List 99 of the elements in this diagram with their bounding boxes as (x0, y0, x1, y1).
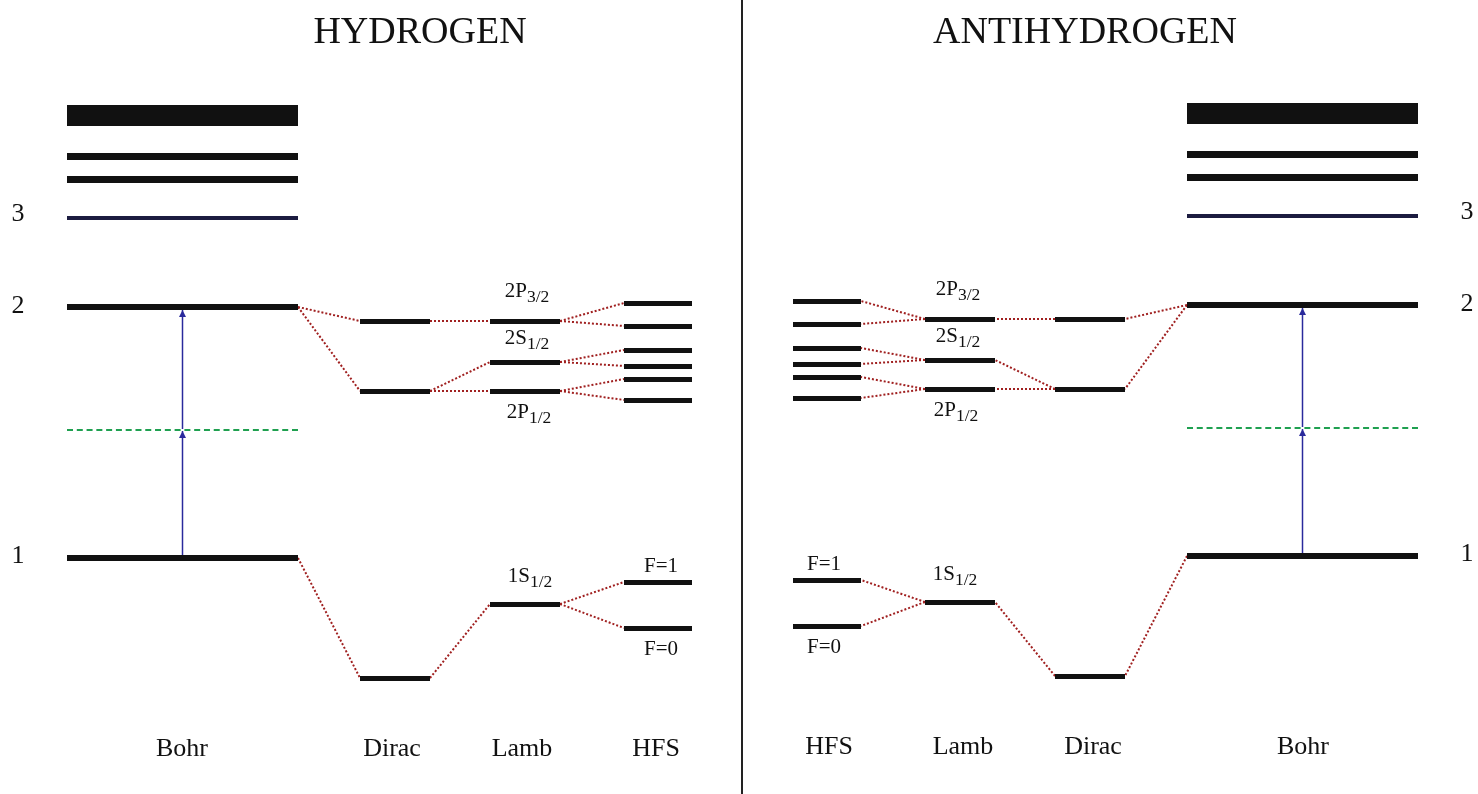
column-label: Dirac (363, 735, 421, 761)
transition-line (860, 601, 926, 627)
energy-level-bar (1187, 150, 1418, 158)
title: ANTIHYDROGEN (933, 11, 1237, 49)
transition-line (860, 359, 926, 365)
state-label: 2S$_{1/2}$ (935, 325, 981, 351)
transition-line (559, 320, 625, 327)
column-label: Lamb (491, 735, 553, 761)
transition-line (994, 601, 1056, 677)
transition-line (559, 390, 625, 401)
energy-level-bar (360, 388, 430, 394)
quantum-number-label: 1 (11, 542, 25, 568)
transition-line (1124, 304, 1188, 320)
energy-level-bar (793, 623, 861, 629)
column-label: Bohr (156, 735, 208, 761)
transition-line (559, 361, 625, 367)
state-label: 2P$_{1/2}$ (506, 401, 552, 427)
energy-level-bar (490, 318, 560, 324)
energy-level-bar (624, 397, 692, 403)
energy-level-bar (67, 555, 298, 561)
transition-line (297, 306, 361, 322)
energy-level-bar (490, 359, 560, 365)
state-label: 2P$_{1/2}$ (933, 399, 979, 425)
energy-level-bar (925, 599, 995, 605)
excitation-arrow (179, 309, 186, 430)
energy-level-bar (624, 347, 692, 353)
energy-level-bar (624, 376, 692, 382)
energy-level-bar (925, 357, 995, 363)
transition-line (297, 306, 361, 392)
energy-level-bar (1187, 302, 1418, 308)
state-label: 2S$_{1/2}$ (504, 327, 550, 353)
energy-level-bar (793, 374, 861, 380)
energy-level-bar (1187, 553, 1418, 559)
state-label: F=1 (644, 554, 678, 576)
state-label: F=0 (644, 637, 678, 659)
energy-level-bar (793, 395, 861, 401)
quantum-number-label: 3 (1460, 198, 1474, 224)
energy-level-bar (793, 298, 861, 304)
transition-line (860, 579, 926, 603)
energy-level-bar (793, 361, 861, 367)
excitation-arrow (179, 430, 186, 556)
energy-level-bar (67, 104, 298, 126)
energy-level-bar (1187, 214, 1418, 218)
energy-level-bar (793, 345, 861, 351)
energy-level-bar (925, 386, 995, 392)
quantum-number-label: 3 (11, 200, 25, 226)
transition-line (994, 318, 1056, 320)
energy-level-bar (360, 675, 430, 681)
transition-line (994, 388, 1056, 390)
energy-level-bar (793, 577, 861, 583)
excitation-arrow (1299, 307, 1306, 428)
transition-line (1124, 304, 1188, 390)
column-label: Dirac (1064, 733, 1122, 759)
energy-level-bar (490, 601, 560, 607)
transition-line (994, 359, 1056, 390)
energy-level-bar (67, 216, 298, 220)
transition-line (559, 581, 625, 605)
energy-level-bar (1055, 673, 1125, 679)
energy-level-bar (67, 175, 298, 183)
transition-line (297, 557, 361, 679)
energy-level-bar (624, 579, 692, 585)
transition-line (860, 388, 926, 399)
column-label: HFS (805, 733, 853, 759)
energy-level-bar (67, 152, 298, 160)
quantum-number-label: 2 (1460, 290, 1474, 316)
energy-level-bar (1187, 173, 1418, 181)
excitation-arrow (1299, 428, 1306, 554)
state-label: 2P$_{3/2}$ (504, 280, 550, 306)
energy-level-bar (1187, 102, 1418, 124)
state-label: 2P$_{3/2}$ (935, 278, 981, 304)
virtual-level-line (67, 429, 298, 431)
column-label: HFS (632, 735, 680, 761)
energy-level-bar (624, 300, 692, 306)
state-label: F=0 (807, 635, 841, 657)
energy-level-bar (925, 316, 995, 322)
transition-line (860, 318, 926, 325)
transition-line (559, 603, 625, 629)
energy-level-bar (1055, 316, 1125, 322)
energy-level-bar (624, 323, 692, 329)
energy-level-bar (67, 304, 298, 310)
energy-level-bar (490, 388, 560, 394)
energy-level-bar (360, 318, 430, 324)
column-label: Bohr (1277, 733, 1329, 759)
state-label: 1S$_{1/2}$ (507, 565, 553, 591)
energy-level-bar (1055, 386, 1125, 392)
quantum-number-label: 1 (1460, 540, 1474, 566)
column-label: Lamb (932, 733, 994, 759)
energy-level-bar (624, 625, 692, 631)
transition-line (429, 320, 491, 322)
virtual-level-line (1187, 427, 1418, 429)
state-label: 1S$_{1/2}$ (932, 563, 978, 589)
title: HYDROGEN (313, 11, 527, 49)
quantum-number-label: 2 (11, 292, 25, 318)
state-label: F=1 (807, 552, 841, 574)
transition-line (429, 603, 491, 679)
transition-line (1124, 555, 1188, 677)
energy-level-bar (624, 363, 692, 369)
transition-line (429, 390, 491, 392)
energy-level-bar (793, 321, 861, 327)
